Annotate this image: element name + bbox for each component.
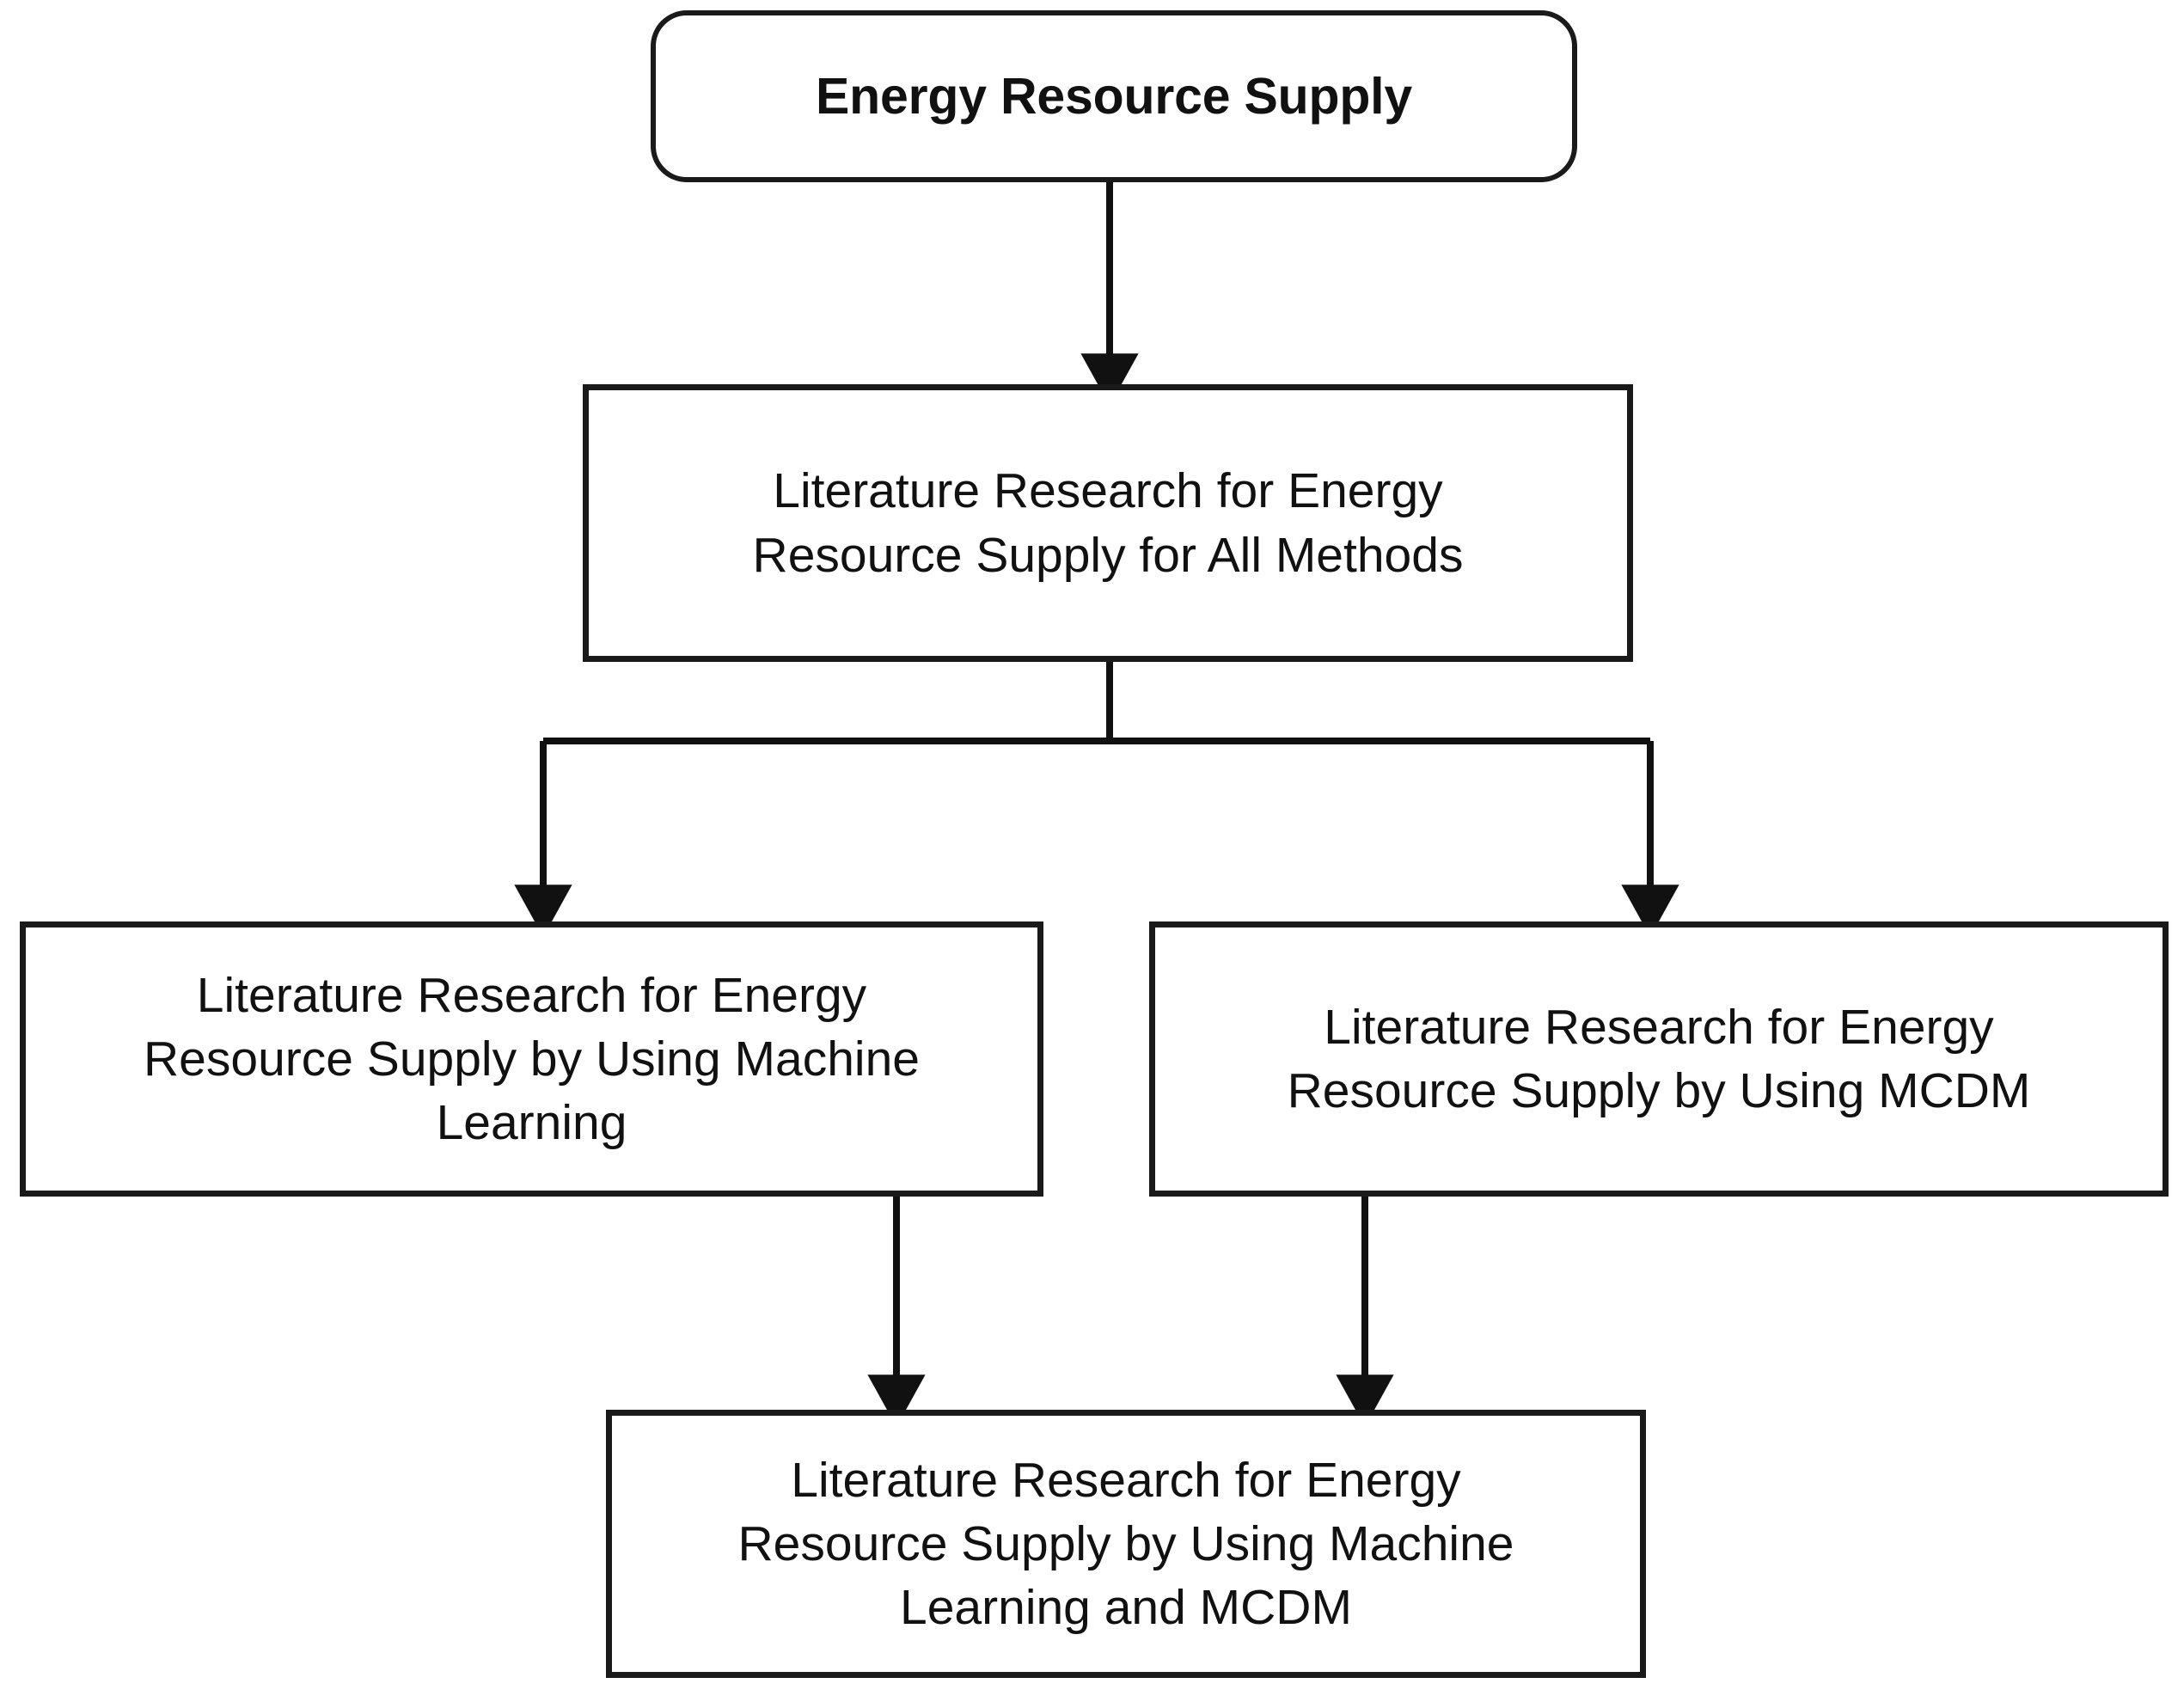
node-label: Energy Resource Supply — [816, 67, 1412, 125]
node-literature-research-machine-learning-and-mcdm[interactable]: Literature Research for Energy Resource … — [606, 1410, 1646, 1678]
node-label: Literature Research for Energy Resource … — [144, 967, 920, 1151]
node-label: Literature Research for Energy Resource … — [737, 1452, 1514, 1636]
edge-all-methods-to-branch-bus — [543, 662, 1650, 744]
node-literature-research-mcdm[interactable]: Literature Research for Energy Resource … — [1149, 921, 2169, 1197]
node-literature-research-machine-learning[interactable]: Literature Research for Energy Resource … — [20, 921, 1043, 1197]
node-label: Literature Research for Energy Resource … — [1287, 999, 2031, 1118]
node-literature-research-all-methods[interactable]: Literature Research for Energy Resource … — [583, 384, 1633, 662]
node-label: Literature Research for Energy Resource … — [752, 463, 1464, 583]
node-energy-resource-supply[interactable]: Energy Resource Supply — [651, 10, 1577, 182]
